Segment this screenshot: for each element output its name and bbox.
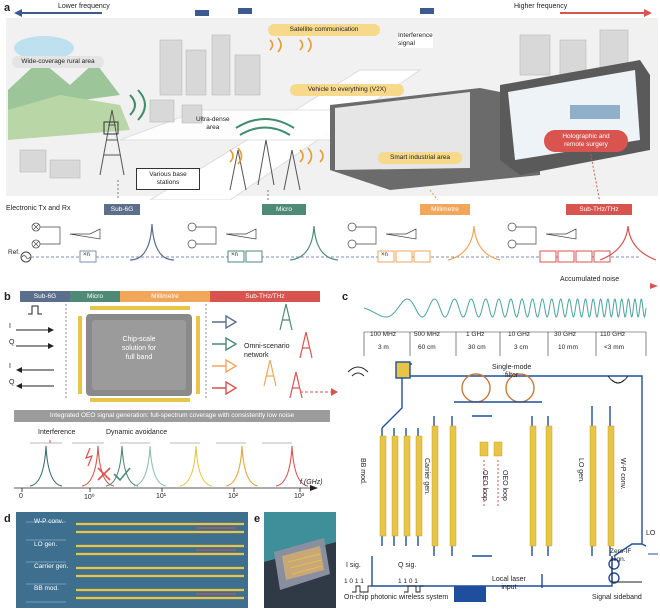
v2x-label: Vehicle to everything (V2X) (290, 84, 404, 96)
interference-b-label: Interference (38, 429, 76, 436)
wavelength-5: <3 mm (604, 344, 625, 351)
io-label-i2: I (9, 363, 11, 370)
oeo-banner: Integrated OEO signal generation: full-s… (14, 410, 330, 422)
axis-tick-4: 10³ (294, 493, 305, 500)
chip-text: Chip-scale solution for full band (121, 336, 157, 361)
laser-input-label: Local laser input (492, 576, 526, 591)
photonic-circuit (347, 361, 658, 602)
freq-3: 10 GHz (508, 331, 531, 338)
freq-5: 110 GHz (600, 331, 626, 338)
axis-tick-3: 10² (228, 493, 239, 500)
higher-frequency-label: Higher frequency (512, 3, 570, 10)
oeo-loop-1-label: OEO loop (481, 470, 488, 501)
accumulated-noise-arrow (28, 283, 658, 289)
io-label-i1: I (9, 323, 11, 330)
mult-micro: ×n (231, 252, 238, 258)
band-tab-micro: Micro (262, 204, 306, 215)
wavelength-0: 3 m (378, 344, 389, 351)
mult-millimetre: ×n (381, 252, 388, 258)
industrial-label: Smart industrial area (378, 152, 462, 164)
spectrum-plot (14, 440, 318, 492)
ref-label: Ref. (8, 249, 20, 256)
b-band-sub6g: Sub-6G (20, 291, 70, 302)
f-axis-label: f (GHz) (300, 479, 323, 486)
dynamic-avoidance-label: Dynamic avoidance (106, 429, 168, 436)
panel-e-letter: e (254, 513, 261, 525)
b-band-millimetre: Millimetre (120, 291, 210, 302)
on-chip-label: On-chip photonic wireless system (344, 594, 449, 601)
b-band-subthz: Sub-THz/THz (210, 291, 320, 302)
band-tab-sub6g: Sub-6G (104, 204, 140, 215)
axis-tick-1: 10⁰ (84, 494, 95, 501)
interference-label: Interference signal (398, 32, 433, 48)
io-label-q2: Q (9, 379, 15, 386)
wavelength-2: 30 cm (468, 344, 486, 351)
single-mode-filter-label: Single-mode filter (492, 364, 532, 379)
carrier-gen-label: Carrier gen. (423, 458, 430, 495)
band-tab-subthz: Sub-THz/THz (566, 204, 632, 215)
wavelength-1: 60 cm (418, 344, 436, 351)
tx-rx-circuits (20, 222, 657, 263)
freq-1: 500 MHz (414, 331, 441, 338)
base-stations-label: Various base stations (136, 168, 200, 190)
ultra-dense-label: Ultra-dense area (196, 116, 230, 131)
chip-micrograph-traces (26, 521, 244, 603)
b-to-c-connector (300, 388, 338, 396)
chip-photo-detail (264, 512, 336, 590)
omni-label: Omni-scenario network (244, 343, 290, 359)
chip-illustration (16, 303, 313, 402)
bb-mod-label: BB mod. (359, 458, 366, 485)
q-sig-label: Q sig. (398, 562, 417, 569)
mult-sub6g: ×n (83, 252, 90, 258)
d-label-carrier-gen: Carrier gen. (34, 563, 69, 570)
accumulated-noise-label: Accumulated noise (560, 276, 620, 283)
axis-tick-0: 0 (19, 493, 23, 500)
chirp-and-scale (363, 297, 647, 356)
signal-sideband-label: Signal sideband (592, 594, 642, 601)
freq-2: 1 GHz (466, 331, 485, 338)
i-sig-label: I sig. (346, 562, 361, 569)
rural-label: Wide-coverage rural area (12, 56, 104, 68)
lower-frequency-label: Lower frequency (56, 3, 112, 10)
wavelength-3: 3 cm (514, 344, 529, 351)
b-band-micro: Micro (70, 291, 120, 302)
freq-4: 30 GHz (554, 331, 577, 338)
tx-rx-label: Electronic Tx and Rx (6, 205, 71, 212)
freq-0: 100 MHz (370, 331, 397, 338)
lo-gen-label: LO gen. (577, 458, 584, 483)
lower-frequency-arrow (14, 9, 102, 17)
i-bits: 1 0 1 1 (344, 578, 364, 585)
panel-d-letter: d (4, 513, 11, 525)
io-label-q1: Q (9, 339, 15, 346)
panel-a-letter: a (4, 2, 11, 14)
wavelength-4: 10 mm (558, 344, 578, 351)
wp-conv-label: W-P conv. (619, 458, 626, 490)
q-bits: 1 1 0 1 (398, 578, 418, 585)
axis-tick-2: 10¹ (156, 493, 167, 500)
satellite-label: Satellite communication (268, 24, 380, 36)
panel-b-letter: b (4, 291, 11, 303)
d-label-lo-gen: LO gen. (34, 541, 58, 548)
d-label-bb-mod: BB mod. (34, 585, 59, 592)
surgery-label: Holographic and remote surgery (544, 130, 628, 152)
panel-c-letter: c (342, 291, 349, 303)
oeo-loop-2-label: OEO loop (501, 470, 508, 501)
band-tab-millimetre: Millimetre (420, 204, 470, 215)
zero-if-label: Zero-IF align. (610, 548, 632, 563)
higher-frequency-arrow (560, 9, 652, 17)
lo-label: LO (646, 530, 656, 537)
d-label-wp-conv: W-P conv. (34, 518, 64, 525)
